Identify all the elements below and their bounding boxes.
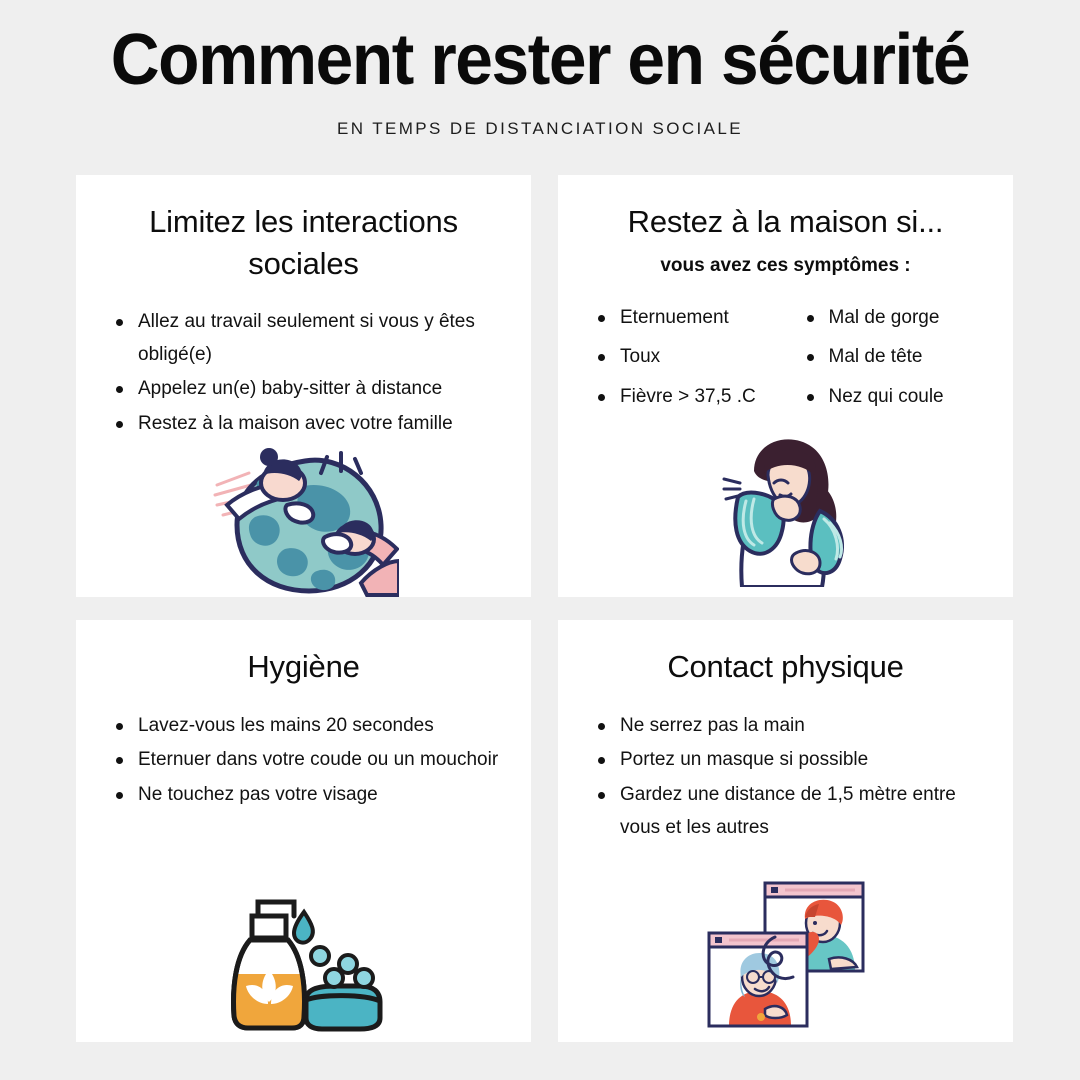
list-item: Appelez un(e) baby-sitter à distance [98,373,509,406]
card-bullet-list: Lavez-vous les mains 20 secondes Eternue… [98,710,509,814]
symptoms-list-left: Eternuement Toux Fièvre > 37,5 .C [580,299,783,418]
list-item: Allez au travail seulement si vous y ête… [98,306,509,371]
card-hygiene: Hygiène Lavez-vous les mains 20 secondes… [76,620,531,1042]
page-subtitle: EN TEMPS DE DISTANCIATION SOCIALE [336,119,744,139]
poster-header: Comment rester en sécurité EN TEMPS DE D… [0,0,1080,139]
card-bullet-list: Ne serrez pas la main Portez un masque s… [580,710,991,847]
list-item: Portez un masque si possible [580,744,991,777]
card-subtitle: vous avez ces symptômes : [660,254,911,276]
list-item: Ne serrez pas la main [580,710,991,743]
symptoms-columns: Eternuement Toux Fièvre > 37,5 .C Mal de… [580,299,991,418]
card-title: Restez à la maison si... [627,204,944,239]
list-item: Lavez-vous les mains 20 secondes [98,710,509,743]
card-stay-home-symptoms: Restez à la maison si... vous avez ces s… [558,175,1013,597]
page-title: Comment rester en sécurité [110,20,971,100]
list-item: Gardez une distance de 1,5 mètre entre v… [580,779,991,844]
list-item: Ne touchez pas votre visage [98,779,509,812]
list-item: Restez à la maison avec votre famille [98,408,509,441]
list-item: Nez qui coule [789,378,992,416]
list-item: Mal de tête [789,338,992,376]
cards-grid: Limitez les interactions sociales Allez … [76,175,1013,1042]
soap-dispenser-illustration [98,882,509,1032]
list-item: Mal de gorge [789,299,992,337]
card-bullet-list: Allez au travail seulement si vous y ête… [98,306,509,443]
list-item: Eternuement [580,299,783,337]
card-title: Hygiène [247,649,360,684]
video-call-illustration [580,877,991,1032]
card-social-interactions: Limitez les interactions sociales Allez … [76,175,531,597]
list-item: Toux [580,338,783,376]
sneeze-into-elbow-illustration [580,427,991,587]
list-item: Fièvre > 37,5 .C [580,378,783,416]
list-item: Eternuer dans votre coude ou un mouchoir [98,744,509,777]
card-title: Limitez les interactions sociales [149,204,458,281]
card-physical-contact: Contact physique Ne serrez pas la main P… [558,620,1013,1042]
globe-hug-illustration [98,443,509,597]
symptoms-list-right: Mal de gorge Mal de tête Nez qui coule [789,299,992,418]
card-title: Contact physique [667,649,904,684]
